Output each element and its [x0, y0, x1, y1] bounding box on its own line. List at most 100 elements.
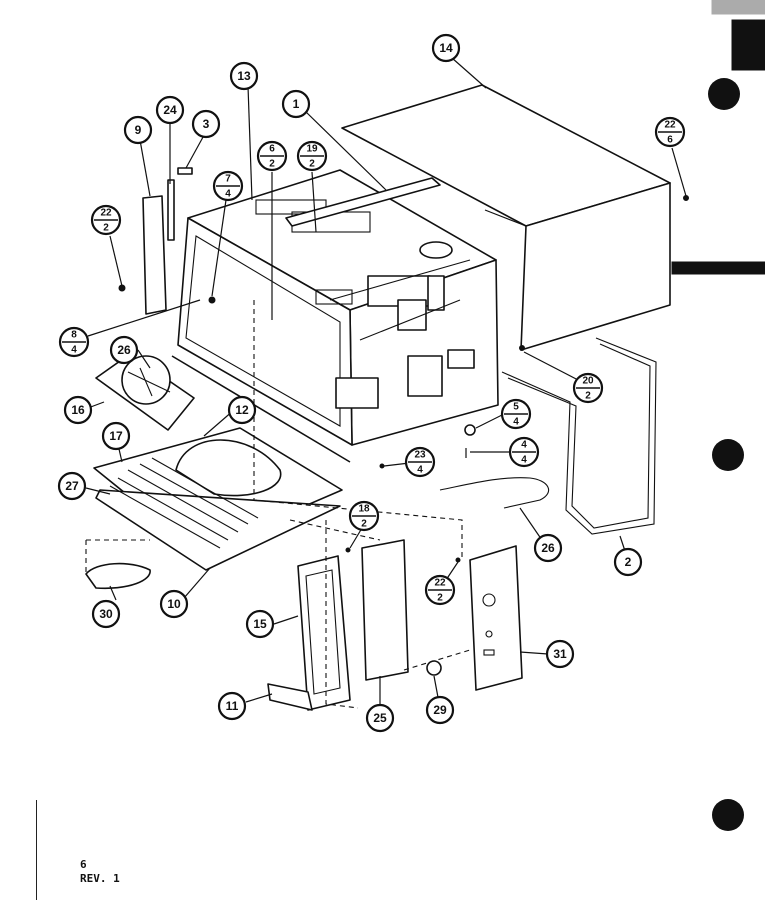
svg-text:4: 4: [521, 455, 527, 466]
svg-text:7: 7: [225, 174, 231, 185]
bent-wire: [501, 337, 657, 535]
callout-18-2: 182: [348, 500, 380, 532]
scan-mark-right-lower: [671, 261, 765, 275]
callout-12: 12: [227, 395, 257, 425]
callout-4-4: 44: [508, 436, 540, 468]
svg-text:8: 8: [71, 330, 77, 341]
svg-text:6: 6: [269, 144, 275, 155]
oven-chassis: [177, 169, 499, 446]
svg-text:13: 13: [237, 69, 251, 83]
binder-hole-top: [708, 78, 740, 110]
svg-text:14: 14: [439, 41, 453, 55]
callout-29: 29: [425, 695, 455, 725]
svg-text:31: 31: [553, 647, 567, 661]
callout-30: 30: [91, 599, 121, 629]
callout-15: 15: [245, 609, 275, 639]
lamp-bulb: [85, 539, 151, 590]
svg-text:4: 4: [417, 465, 423, 476]
callout-16: 16: [63, 395, 93, 425]
callout-13: 13: [229, 61, 259, 91]
screw-2: [208, 296, 216, 304]
svg-text:1: 1: [293, 97, 300, 111]
hinge-rod: [167, 179, 175, 241]
svg-text:27: 27: [65, 479, 79, 493]
top-bar: [285, 177, 441, 227]
screw-3: [683, 195, 689, 201]
svg-text:15: 15: [253, 617, 267, 631]
callout-23-4: 234: [404, 446, 436, 478]
svg-text:25: 25: [373, 711, 387, 725]
latch-clip: [177, 167, 193, 175]
svg-text:4: 4: [513, 417, 519, 428]
door-frame: [267, 555, 351, 711]
assembly-guide-1: [253, 300, 463, 560]
callout-7-4: 74: [212, 170, 244, 202]
callout-10: 10: [159, 589, 189, 619]
svg-text:2: 2: [625, 555, 632, 569]
svg-text:22: 22: [434, 578, 446, 589]
svg-text:2: 2: [103, 223, 109, 234]
front-rail: [171, 355, 351, 463]
svg-text:22: 22: [100, 208, 112, 219]
assembly-guide-3: [325, 520, 359, 709]
callout-20-2: 202: [572, 372, 604, 404]
bent-wire-inner: [507, 343, 651, 529]
scan-mark-right: [731, 19, 765, 71]
page-footer: 6 REV. 1: [80, 858, 120, 886]
svg-text:10: 10: [167, 597, 181, 611]
callout-11: 11: [217, 691, 247, 721]
svg-text:2: 2: [585, 391, 591, 402]
svg-text:20: 20: [582, 376, 594, 387]
svg-text:11: 11: [226, 699, 239, 713]
callout-6-2: 62: [256, 140, 288, 172]
screw-5: [379, 463, 385, 469]
stirrer-base: [95, 353, 195, 431]
callout-22-2-upper: 222: [90, 204, 122, 236]
svg-text:4: 4: [521, 440, 527, 451]
inner-panel: [361, 539, 409, 681]
svg-text:19: 19: [306, 144, 318, 155]
callout-1: 1: [281, 89, 311, 119]
callout-26-lower: 26: [533, 533, 563, 563]
knob: [426, 660, 442, 676]
assembly-guide-2: [289, 519, 381, 541]
svg-text:16: 16: [71, 403, 85, 417]
callout-3: 3: [191, 109, 221, 139]
svg-text:2: 2: [309, 159, 315, 170]
scan-mark-top: [711, 0, 765, 15]
callout-24: 24: [155, 95, 185, 125]
svg-text:9: 9: [135, 123, 142, 137]
callout-31: 31: [545, 639, 575, 669]
binder-hole-bottom: [712, 799, 744, 831]
bottom-tray-assembly: [93, 427, 343, 571]
page-number: 6: [80, 858, 87, 871]
svg-text:2: 2: [269, 159, 275, 170]
page-margin-line: [36, 800, 37, 900]
callout-9: 9: [123, 115, 153, 145]
callout-26-upper: 26: [109, 335, 139, 365]
svg-text:17: 17: [109, 429, 123, 443]
callout-19-2: 192: [296, 140, 328, 172]
svg-text:4: 4: [225, 189, 231, 200]
svg-text:6: 6: [667, 135, 673, 146]
callout-2: 2: [613, 547, 643, 577]
svg-text:18: 18: [358, 504, 370, 515]
binder-hole-middle: [712, 439, 744, 471]
callout-22-6: 226: [654, 116, 686, 148]
callout-22-2-lower: 222: [424, 574, 456, 606]
svg-text:12: 12: [235, 403, 249, 417]
screw-4: [519, 345, 525, 351]
svg-text:4: 4: [71, 345, 77, 356]
callout-17: 17: [101, 421, 131, 451]
screw-7: [455, 557, 461, 563]
svg-text:30: 30: [99, 607, 113, 621]
power-cord: [439, 477, 550, 509]
svg-text:23: 23: [414, 450, 426, 461]
revision-label: REV. 1: [80, 872, 120, 885]
screw-6: [345, 547, 351, 553]
callout-5-4: 54: [500, 398, 532, 430]
svg-text:29: 29: [433, 703, 447, 717]
svg-text:24: 24: [163, 103, 177, 117]
svg-text:3: 3: [203, 117, 210, 131]
